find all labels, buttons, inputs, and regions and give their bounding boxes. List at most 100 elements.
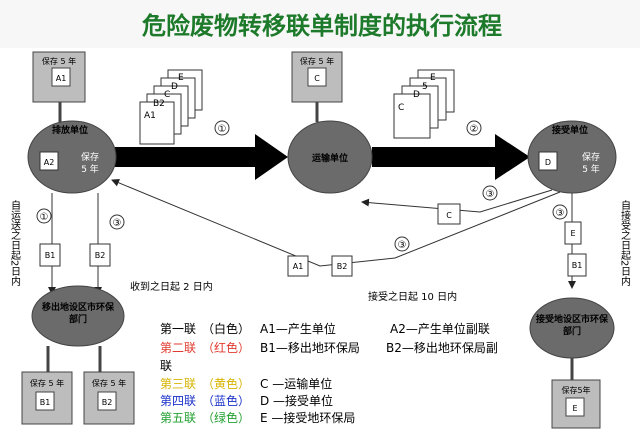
step2-top: ② [470,124,479,135]
storage-e: 保存5年 E [551,379,601,429]
return-arrow-c [361,189,553,213]
storage-transporter: 保存 5 年 C [291,51,343,122]
legend: 第一联 （白色） A1—产生单位 A2—产生单位副联 第二联 （红色） B1—移… [160,321,498,425]
legend-3-a: C —运输单位 [260,376,332,391]
doc2-c-label: C [398,103,404,113]
left-doc-b1: B1 [45,251,56,260]
node-dest-epb-label: 接受地设区市环保部门 [536,315,608,337]
legend-5-color: （绿色） [202,410,250,425]
doc-stack-1 [139,69,203,145]
return-doc-a1-box [287,255,309,277]
right-doc-b-box [567,253,587,277]
legend-3-color: （黄色） [202,377,250,391]
step3-c-circle [482,185,498,201]
left-doc-b2: B2 [95,251,106,260]
legend-1-name: 第一联 [160,322,196,336]
storage-transporter-doc: C [314,74,320,83]
storage-b2-doc: B2 [102,398,113,407]
legend-4-color: （蓝色） [202,394,250,408]
legend-2-a: B1—移出地环保局 [260,341,360,355]
storage-producer-label: 保存 5 年 [42,56,76,66]
right-doc-b: B1 [572,261,583,270]
node-producer-label: 排放单位 [52,124,88,136]
right-doc-e: E [570,229,575,238]
storage-producer-doc: A1 [56,74,67,83]
node-dest-epb-label-wrap: 接受地设区市环保部门 [536,315,608,337]
time-note-accepted: 接受之日起 10 日内 [368,290,457,303]
legend-4-name: 第四联 [160,394,196,408]
storage-b2-label: 保存 5 年 [92,378,126,388]
legend-1-a: A1—产生单位 [260,321,336,336]
storage-b1-label: 保存 5 年 [30,378,64,388]
right-step-circle [552,204,568,220]
big-arrow-2 [372,134,530,180]
doc2-s5-label: 5 [422,82,428,92]
time-note-received: 收到之日起 2 日内 [130,280,213,293]
legend-2-b: B2—移出地环保局副 [386,341,498,355]
doc-c-label: C [164,90,170,100]
producer-doc-box [39,151,59,171]
receiver-keep-2: 5 年 [582,163,600,175]
node-origin-epb-label: 移出地设区市环保部门 [41,303,114,325]
side-note-right: 自接受之日起2日内 [619,199,631,287]
doc-a1-label: A1 [144,111,156,121]
legend-4-a: D —接受单位 [260,393,333,408]
node-origin-epb-label-wrap: 移出地设区市环保部门 [41,303,114,325]
storage-e-label: 保存5年 [561,385,590,395]
step3-ab-circle [394,236,410,252]
return-doc-a1: A1 [293,262,304,271]
left-step3: ③ [113,218,122,229]
receiver-doc-box [538,151,558,171]
node-producer [27,120,117,194]
diagram-title: 危险废物转移联单制度的执行流程 [142,11,502,40]
step3-c: ③ [486,189,495,200]
producer-keep-1: 保存 [81,151,99,163]
node-transporter [287,120,373,194]
doc-d-label: D [171,82,178,92]
node-transporter-label: 运输单位 [312,152,348,164]
left-step3-circle [109,214,125,230]
legend-wrap: 联 [160,359,172,373]
storage-b1: 保存 5 年 B1 [21,371,73,425]
storage-b2: 保存 5 年 B2 [83,371,135,425]
storage-transporter-label: 保存 5 年 [300,56,334,66]
big-arrow-1 [115,134,288,180]
step2-top-circle [466,120,482,136]
receiver-doc: D [545,158,551,167]
doc-stack-2 [393,69,455,139]
doc-b2-label: B2 [153,99,165,109]
left-step1-circle [36,208,52,224]
return-doc-b2: B2 [337,262,348,271]
left-step1: ① [40,212,49,223]
return-doc-b2-box [331,255,353,277]
producer-doc: A2 [44,158,55,167]
producer-keep-2: 5 年 [81,163,99,175]
node-origin-epb [31,285,125,347]
legend-1-b: A2—产生单位副联 [390,321,490,336]
storage-producer: 保存 5 年 A1 [32,51,86,122]
legend-2-name: 第二联 [160,341,196,355]
receiver-keep-1: 保存 [582,151,600,163]
return-arrow-ab [111,178,561,267]
storage-e-doc: E [572,404,577,413]
doc-e-label: E [178,73,184,83]
legend-2-color: （红色） [202,340,250,355]
step1-top: ① [218,124,227,135]
return-doc-c-box [437,203,461,225]
doc2-e-label: E [430,73,436,83]
step1-top-circle [214,120,230,136]
legend-1-color: （白色） [202,321,250,336]
right-step: ③ [556,208,565,219]
side-note-left: 自运送之日起2日内 [9,199,21,287]
legend-5-a: E —接受地环保局 [260,410,355,425]
storage-b1-doc: B1 [40,398,51,407]
step3-ab: ③ [398,240,407,251]
title-band [0,0,640,48]
return-doc-c: C [446,211,452,220]
right-doc-e-box [564,221,582,245]
left-doc-b1-box [39,243,61,267]
node-receiver-label: 接受单位 [552,124,588,136]
left-doc-b2-box [89,243,111,267]
